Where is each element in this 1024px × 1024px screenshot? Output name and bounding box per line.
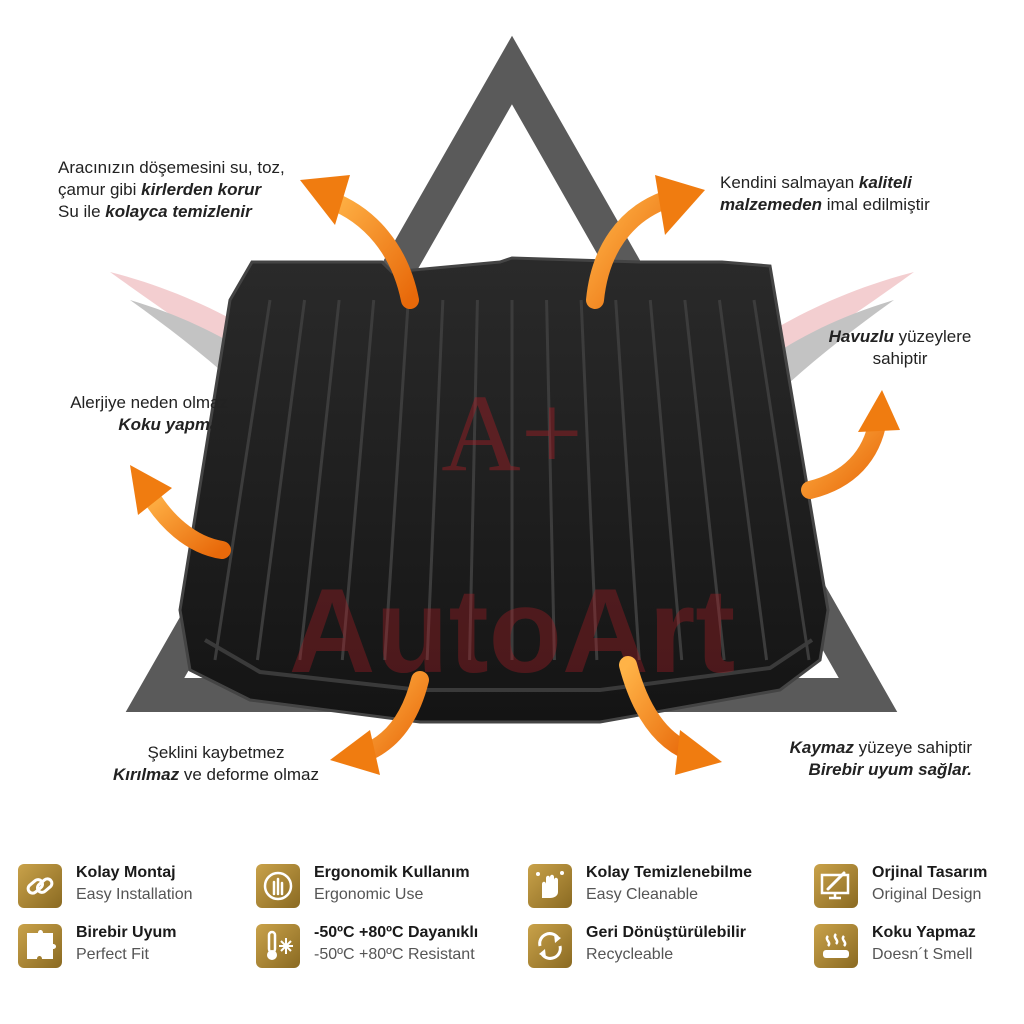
callout-emphasis: kolayca temizlenir (105, 202, 252, 221)
callout-bottom-left: Şeklini kaybetmez Kırılmaz ve deforme ol… (96, 742, 336, 786)
mat-rib (683, 299, 726, 661)
mat-rib (752, 299, 811, 661)
feature-subtitle: Original Design (872, 886, 982, 903)
callout-right: Havuzlu yüzeylere sahiptir (800, 326, 1000, 370)
feature-recyclable: Geri Dönüştürülebilir Recycleable (528, 922, 788, 972)
feature-easy-installation: Kolay Montaj Easy Installation (18, 862, 248, 912)
feature-original-design: Orjinal Tasarım Original Design (814, 862, 1024, 912)
callout-emphasis: Kırılmaz (113, 765, 180, 784)
feature-title: Kolay Montaj (76, 864, 176, 881)
callout-left: Alerjiye neden olmaz Koku yapmaz (28, 392, 228, 436)
mat-rib (425, 299, 445, 661)
callout-text: imal edilmiştir (822, 195, 930, 214)
feature-subtitle: Easy Installation (76, 886, 193, 903)
feature-ergonomic-use: Ergonomik Kullanım Ergonomic Use (256, 862, 516, 912)
mat-rib (648, 299, 684, 661)
feature-subtitle: Doesn´t Smell (872, 946, 973, 963)
clean-hand-icon (528, 864, 572, 908)
callout-emphasis: Koku yapmaz (118, 415, 228, 434)
callout-emphasis: malzemeden (720, 195, 823, 214)
mat-rib (579, 299, 599, 661)
watermark-text: AutoArt (289, 564, 736, 698)
callout-text: Aracınızın döşemesini su, toz, (58, 158, 285, 177)
mat-rib (255, 299, 307, 661)
callout-emphasis: kirlerden korur (141, 180, 262, 199)
feature-title: -50ºC +80ºC Dayanıklı (314, 924, 479, 941)
callout-text: ve deforme olmaz (179, 765, 319, 784)
puzzle-icon (18, 924, 62, 968)
callout-emphasis: Havuzlu (828, 327, 894, 346)
mat-rib (340, 299, 376, 661)
feature-subtitle: -50ºC +80ºC Resistant (314, 946, 475, 963)
feature-perfect-fit: Birebir Uyum Perfect Fit (18, 922, 248, 972)
callout-text: Su ile (58, 202, 106, 221)
mat-rib (213, 299, 272, 661)
design-monitor-icon (814, 864, 858, 908)
callout-bottom-right: Kaymaz yüzeye sahiptir Birebir uyum sağl… (752, 737, 972, 781)
product-illustration: AutoArt A+ Aracınızın döşemesini su (28, 35, 1000, 786)
feature-subtitle: Easy Cleanable (586, 886, 699, 903)
arrow-bottom-right (619, 656, 722, 775)
smell-icon (814, 924, 858, 968)
callout-emphasis: kaliteli (858, 173, 912, 192)
arrow-top-right (586, 175, 705, 309)
callout-text: yüzeye sahiptir (853, 738, 972, 757)
thermometer-snowflake-icon (256, 924, 300, 968)
callout-emphasis: Birebir uyum sağlar. (808, 760, 972, 779)
mat-rib (468, 299, 479, 661)
mat-rib (298, 299, 341, 661)
feature-list: Kolay Montaj Easy Installation Ergonomik… (0, 862, 1024, 1012)
callout-text: Kendini salmayan (720, 173, 859, 192)
chain-link-icon (18, 864, 62, 908)
feature-title: Ergonomik Kullanım (314, 864, 470, 881)
callout-top-right: Kendini salmayan kaliteli malzemeden ima… (720, 172, 980, 216)
callout-emphasis: Kaymaz (789, 738, 854, 757)
feature-easy-cleanable: Kolay Temizlenebilme Easy Cleanable (528, 862, 788, 912)
arrow-right (801, 390, 900, 499)
callout-text: yüzeylere (893, 327, 972, 346)
feature-doesnt-smell: Koku Yapmaz Doesn´t Smell (814, 922, 1024, 972)
feature-title: Koku Yapmaz (872, 924, 976, 941)
feature-temperature-resistant: -50ºC +80ºC Dayanıklı -50ºC +80ºC Resist… (256, 922, 516, 972)
arrow-left (130, 465, 231, 559)
feature-title: Birebir Uyum (76, 924, 177, 941)
hand-touch-icon (256, 864, 300, 908)
feature-subtitle: Perfect Fit (76, 946, 149, 963)
callout-top-left: Aracınızın döşemesini su, toz, çamur gib… (58, 157, 318, 223)
arrow-top-left (300, 175, 419, 309)
logo-mark: A+ (441, 372, 582, 494)
mat-rib (614, 299, 641, 661)
feature-subtitle: Ergonomic Use (314, 886, 424, 903)
mat-rib (717, 299, 769, 661)
callout-text: Alerjiye neden olmaz (70, 393, 228, 412)
callout-text: çamur gibi (58, 180, 142, 199)
trunk-mat (178, 256, 830, 724)
feature-title: Kolay Temizlenebilme (586, 864, 752, 881)
callout-text: sahiptir (872, 349, 928, 368)
recycle-icon (528, 924, 572, 968)
callout-text: Şeklini kaybetmez (147, 743, 285, 762)
feature-subtitle: Recycleable (586, 946, 674, 963)
arrow-bottom-left (330, 671, 429, 775)
mat-rib (545, 299, 556, 661)
feature-title: Orjinal Tasarım (872, 864, 988, 881)
feature-title: Geri Dönüştürülebilir (586, 924, 747, 941)
mat-rib (383, 299, 410, 661)
trunk-mat-scene: AutoArt A+ (110, 35, 914, 775)
